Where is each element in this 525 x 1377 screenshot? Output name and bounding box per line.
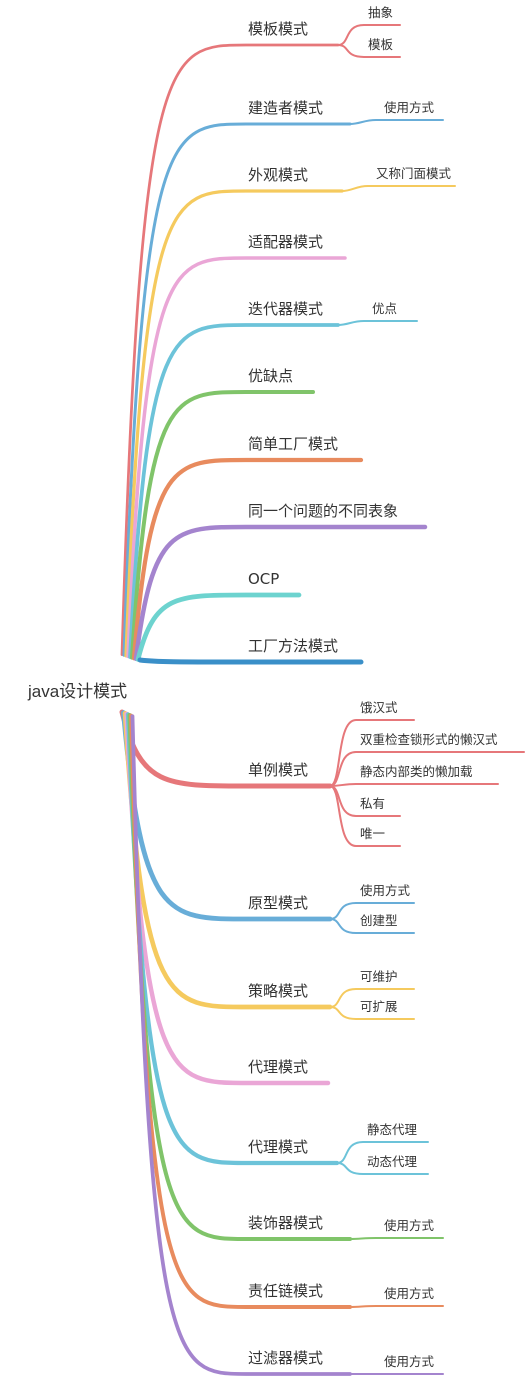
branch-node-label[interactable]: 代理模式 (248, 1058, 308, 1076)
leaf-node-label[interactable]: 可维护 (360, 969, 398, 984)
leaf-node-label[interactable]: 模板 (368, 37, 394, 52)
branch-edge (130, 714, 352, 1376)
leaf-edge (337, 320, 418, 326)
leaf-edge (337, 24, 401, 46)
branch-node-label[interactable]: 优缺点 (248, 367, 293, 385)
edges-layer (119, 24, 525, 1376)
branch-node-label[interactable]: 策略模式 (248, 982, 308, 1000)
branch-edge (127, 712, 353, 1242)
leaf-node-label[interactable]: 使用方式 (384, 1354, 435, 1369)
branch-edge (133, 524, 428, 662)
branch-edge (122, 122, 352, 657)
branch-edge (135, 592, 302, 662)
branch-node-label[interactable]: 外观模式 (248, 166, 308, 184)
leaf-edge (329, 719, 415, 787)
leaf-node-label[interactable]: 静态内部类的懒加载 (360, 764, 473, 779)
leaf-node-label[interactable]: 可扩展 (360, 999, 398, 1014)
leaf-edge (329, 785, 401, 847)
branch-node-label[interactable]: 单例模式 (248, 761, 308, 779)
leaf-node-label[interactable]: 唯一 (360, 826, 385, 841)
branch-node-label[interactable]: 简单工厂模式 (248, 435, 338, 453)
branch-node-label[interactable]: OCP (248, 570, 279, 588)
branch-node-label[interactable]: 代理模式 (248, 1138, 308, 1156)
nodes-layer: java设计模式 模板模式抽象模板建造者模式使用方式外观模式又称门面模式适配器模… (27, 5, 498, 1369)
leaf-node-label[interactable]: 使用方式 (384, 100, 435, 115)
leaf-edge (349, 119, 444, 125)
leaf-node-label[interactable]: 私有 (360, 796, 385, 811)
branch-edge (131, 457, 364, 661)
leaf-node-label[interactable]: 优点 (372, 301, 397, 316)
branch-edge (121, 710, 333, 922)
leaf-node-label[interactable]: 双重检查锁形式的懒汉式 (360, 732, 498, 747)
leaf-node-label[interactable]: 使用方式 (360, 883, 411, 898)
leaf-edge (329, 751, 525, 787)
leaf-node-label[interactable]: 使用方式 (384, 1218, 435, 1233)
branch-node-label[interactable]: 工厂方法模式 (248, 637, 338, 655)
leaf-edge (336, 1141, 429, 1164)
branch-node-label[interactable]: 建造者模式 (248, 99, 323, 117)
leaf-node-label[interactable]: 抽象 (368, 5, 393, 20)
branch-node-label[interactable]: 原型模式 (248, 894, 308, 912)
branch-node-label[interactable]: 适配器模式 (248, 233, 323, 251)
branch-edge (124, 189, 344, 658)
leaf-edge (341, 185, 456, 192)
branch-node-label[interactable]: 责任链模式 (248, 1282, 323, 1300)
root-node-label[interactable]: java设计模式 (27, 682, 127, 701)
branch-node-label[interactable]: 迭代器模式 (248, 300, 323, 318)
branch-node-label[interactable]: 装饰器模式 (248, 1214, 323, 1232)
leaf-edge (336, 1162, 429, 1175)
leaf-edge (329, 783, 499, 787)
branch-node-label[interactable]: 同一个问题的不同表象 (248, 502, 398, 520)
leaf-node-label[interactable]: 饿汉式 (360, 700, 398, 715)
branch-edge (126, 256, 347, 659)
branch-edge (130, 390, 315, 660)
leaf-node-label[interactable]: 动态代理 (367, 1154, 418, 1169)
branch-edge (125, 712, 340, 1166)
leaf-node-label[interactable]: 创建型 (360, 913, 398, 928)
leaf-edge (337, 44, 401, 58)
leaf-edge (329, 918, 415, 934)
leaf-edge (349, 1237, 444, 1240)
leaf-node-label[interactable]: 又称门面模式 (376, 166, 452, 181)
branch-edge (137, 657, 364, 665)
branch-edge (122, 710, 333, 1010)
branch-node-label[interactable]: 模板模式 (248, 20, 308, 38)
branch-node-label[interactable]: 过滤器模式 (248, 1349, 323, 1367)
leaf-edge (349, 1305, 444, 1308)
leaf-node-label[interactable]: 静态代理 (367, 1122, 418, 1137)
branch-edge (120, 43, 340, 656)
leaf-node-label[interactable]: 使用方式 (384, 1286, 435, 1301)
branch-edge (128, 323, 340, 659)
leaf-edge (329, 1006, 415, 1020)
